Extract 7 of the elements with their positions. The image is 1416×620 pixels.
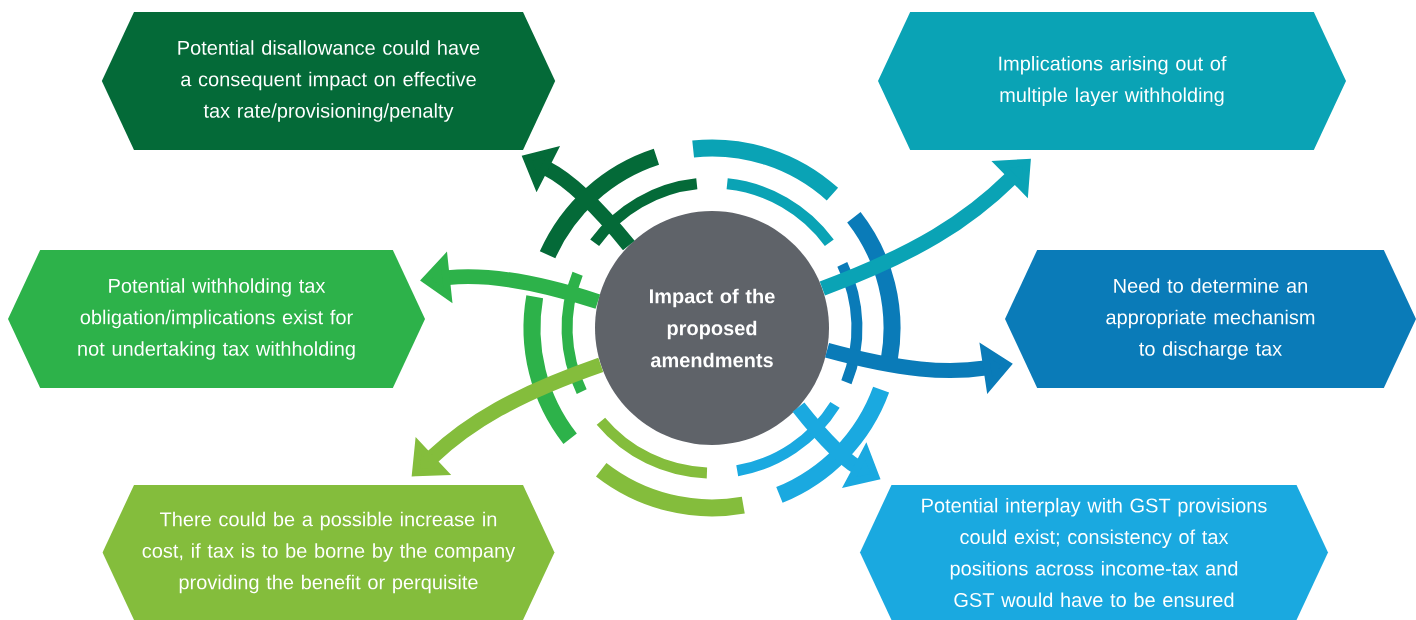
hexagon-box: Need to determine an appropriate mechanism to discharge tax: [1005, 250, 1416, 388]
hexagon-box: Potential disallowance could have a consequent impact on effective tax rate/provisioning/penalty: [101, 12, 556, 150]
hexagon-box: Potential withholding tax obligation/implications exist for not undertaking tax withholding: [8, 250, 425, 388]
hexagon-box: Implications arising out of multiple layer withholding: [878, 12, 1346, 150]
hexagon-box: There could be a possible increase in cost, if tax is to be borne by the company providing the benefit or perquisite: [102, 485, 555, 620]
hexagon-box: Potential interplay with GST provisions could exist; consistency of tax positions across income-tax and GST would have to be ensured: [860, 485, 1328, 620]
arrow: [819, 158, 1031, 296]
